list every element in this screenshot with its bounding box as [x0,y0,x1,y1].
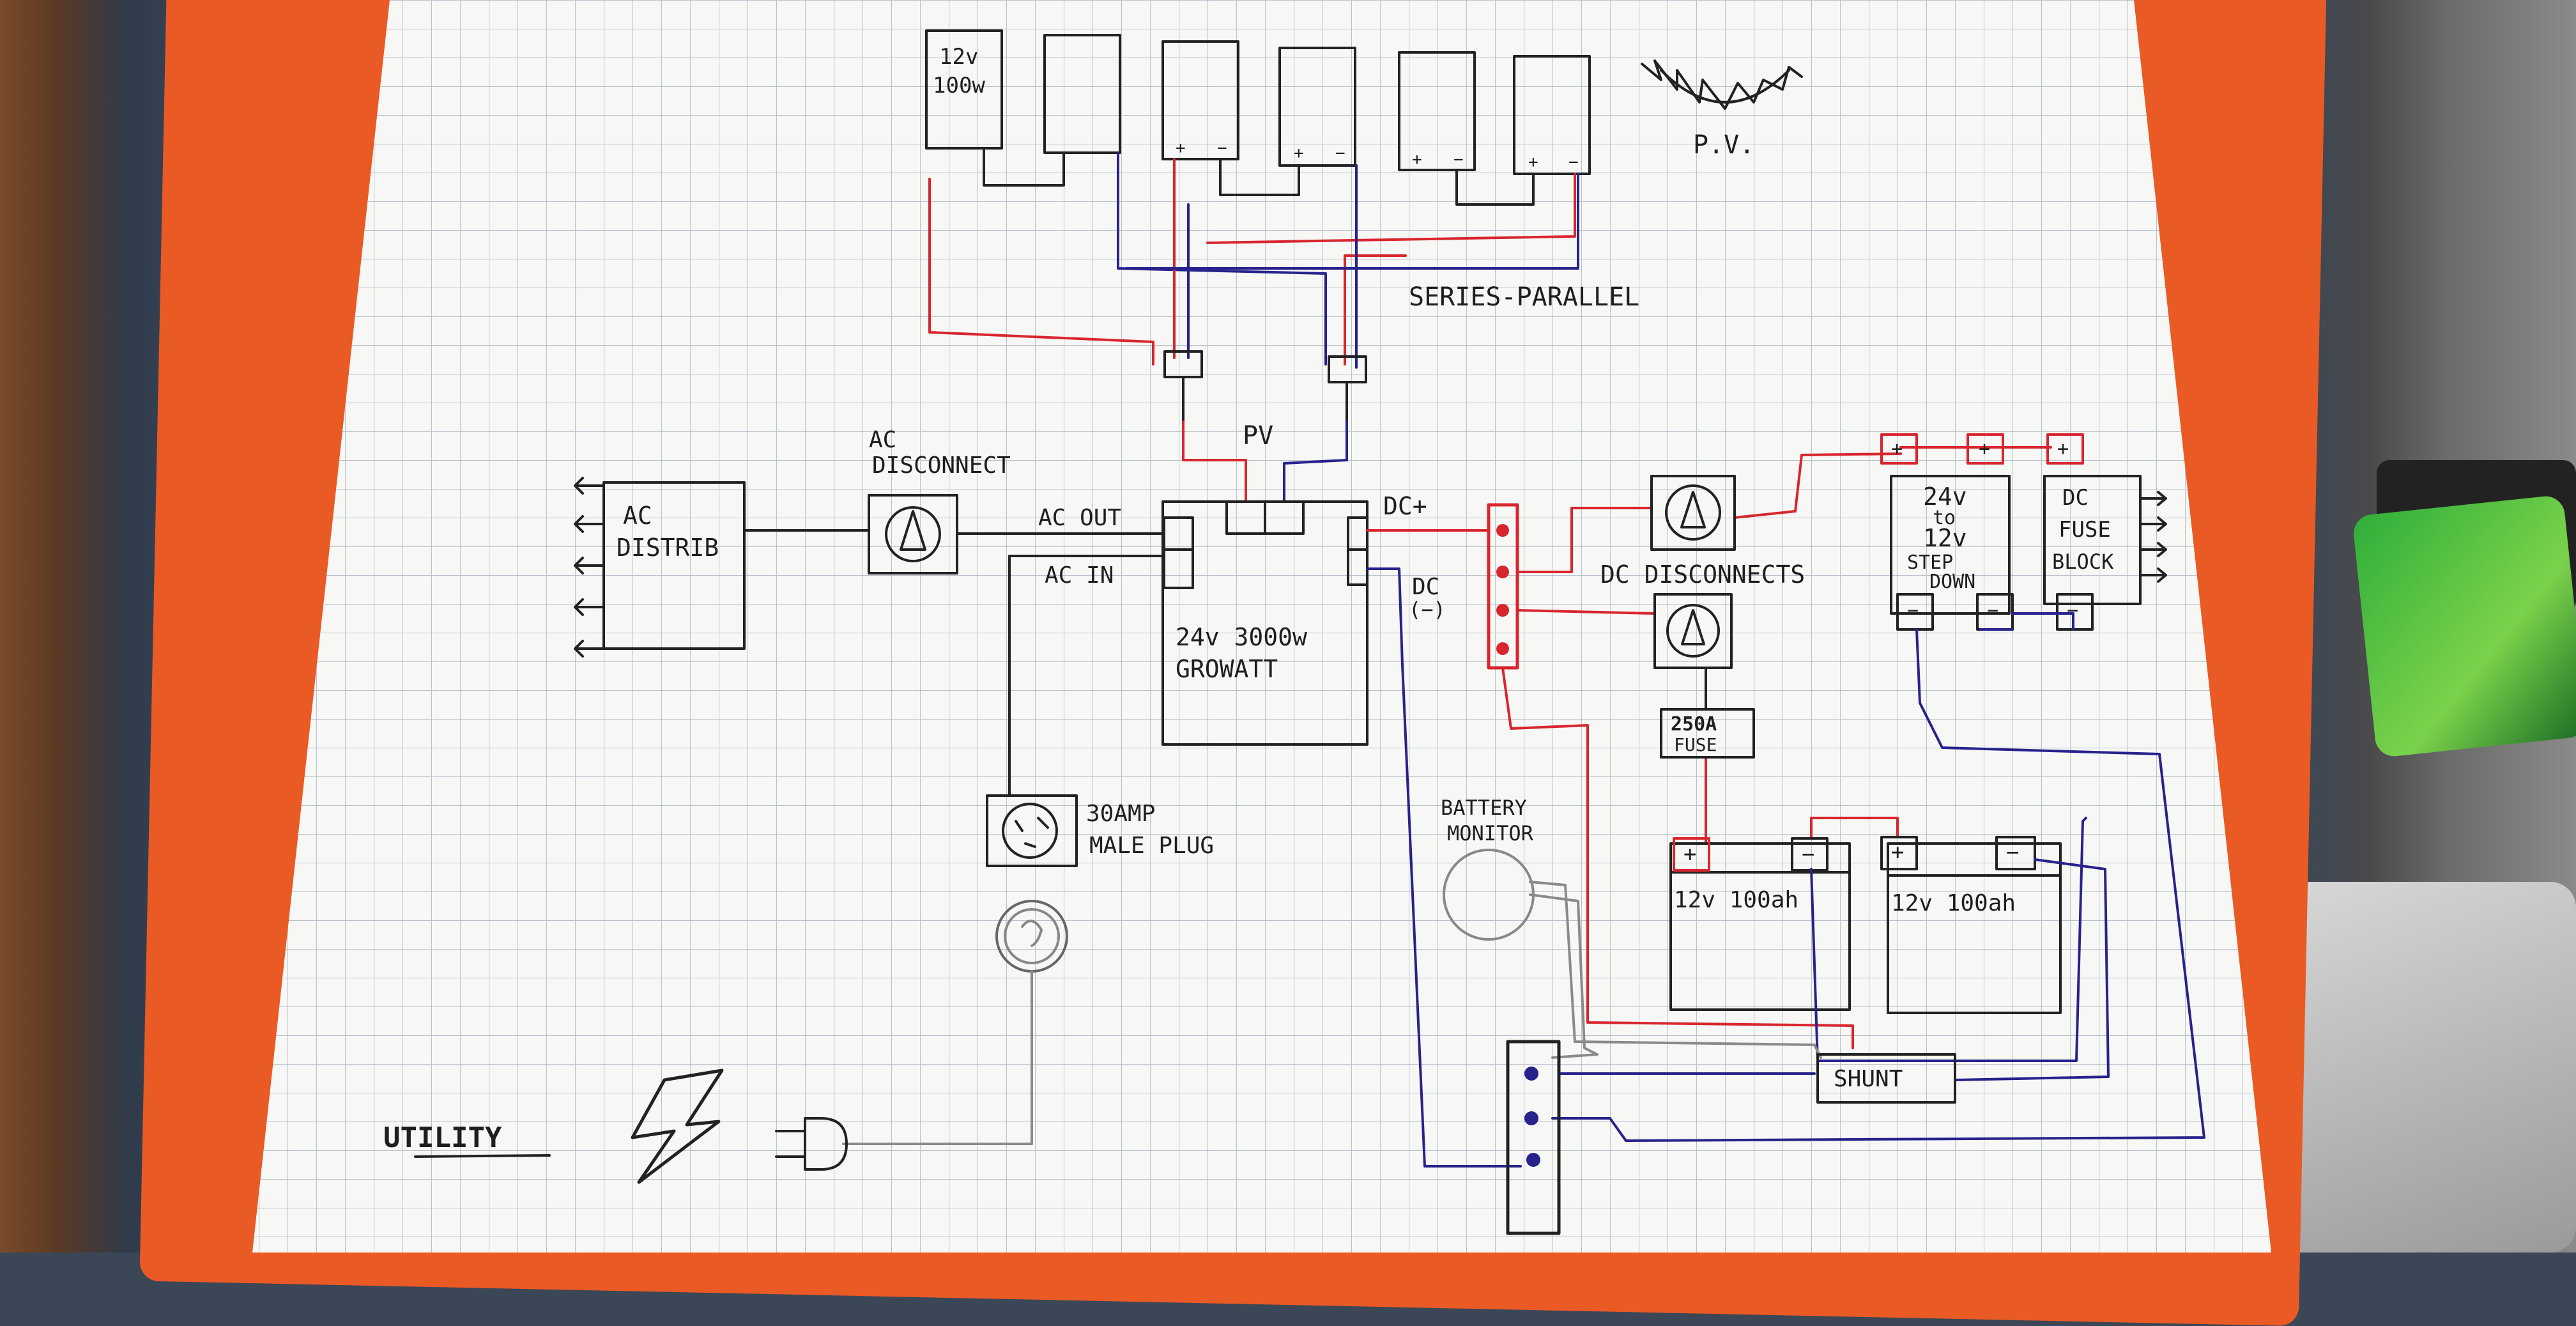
dc-disconnects-label: DC DISCONNECTS [1600,560,1805,589]
battery-2-plus: + [1891,840,1904,865]
plug-label-line2: MALE PLUG [1089,833,1214,859]
minus-mark: − [1987,599,1998,622]
dc-disconnect-1 [1650,475,1736,551]
plastic-bag [2274,882,2576,1253]
fuse-label-line2: FUSE [1674,734,1717,755]
minus-mark: − [1217,139,1227,158]
dc-fuse-label-line2: FUSE [2058,517,2111,543]
battery-monitor-label-line1: BATTERY [1441,796,1527,820]
plus-mark: + [1176,139,1186,158]
fuse-label-line1: 250A [1671,713,1717,736]
dc-fuse-block [2043,433,2167,631]
step-down-label-line5: DOWN [1929,571,1975,593]
dc-positive-wiring [1366,446,2052,1049]
pv-panel-5 [1398,51,1476,171]
battery-2 [1880,836,2062,1014]
utility-underline [414,1154,551,1158]
battery-1-label: 12v 100ah [1674,887,1798,913]
dc-plus-label: DC+ [1383,492,1427,520]
plus-mark: + [1979,438,1990,460]
pv-input-label: PV [1243,421,1273,451]
pv-panel-1 [925,29,1003,150]
ac-disconnect-label-line2: DISCONNECT [872,452,1011,479]
minus-mark: − [2067,599,2078,622]
battery-2-minus: − [2006,840,2019,865]
dc-minus-label-line1: DC [1412,574,1439,600]
step-down-label-line4: STEP [1907,551,1953,574]
battery-1 [1669,837,1851,1011]
inverter-label-line2: GROWATT [1176,655,1278,683]
shunt-label: SHUNT [1834,1066,1903,1092]
plus-mark: + [1412,150,1422,169]
inverter-label-line1: 24v 3000w [1176,623,1307,651]
growatt-inverter [1162,500,1368,746]
plus-mark: + [1528,153,1538,172]
pv-input-wiring [1182,420,1348,503]
mc4-branch-connectors [1163,350,1367,423]
series-parallel-label: SERIES-PARALLEL [1409,282,1639,312]
plus-mark: + [1294,144,1304,163]
utility-outlet [842,900,1068,1145]
utility-lightning-icon [631,1068,724,1184]
ac-in-label: AC IN [1045,562,1114,589]
ac-wiring [743,529,1165,797]
ac-out-label: AC OUT [1038,505,1121,531]
pv-panel-label-2: 100w [933,73,985,98]
ac-distribution-panel [574,477,746,658]
converter-terminal-marks: + + + − − − [1891,438,2078,622]
diagram-sheet: 12v 100w + − + − + − + − P.V. [252,0,2271,1253]
minus-mark: − [1335,144,1346,163]
battery-monitor-signal-wires [1529,881,1822,1059]
dc-fuse-label-line3: BLOCK [2052,550,2114,574]
ac-distrib-label-line1: AC [623,502,652,530]
plus-mark: + [1891,438,1903,460]
pv-symbol-label: P.V. [1693,130,1754,160]
minus-mark: − [1568,153,1579,172]
inverter-dc-terminal [1347,516,1368,586]
utility-label: UTILITY [383,1122,502,1154]
dc-negative-wiring [1366,567,2205,1168]
pv-wiring [928,151,1579,369]
pv-panel-label-1: 12v [939,44,978,70]
ac-disconnect-label-line1: AC [869,427,896,453]
dc-minus-label-line2: (−) [1409,597,1446,622]
battery-terminal-marks: + − + − [1683,840,2019,867]
ac-distrib-label-line2: DISTRIB [617,534,719,562]
250a-fuse [1660,708,1755,759]
battery-2-label: 12v 100ah [1891,890,2016,916]
plus-mark: + [2057,438,2069,460]
graph-grid [252,0,2271,1253]
inverter-ac-terminal [1163,516,1194,589]
battery-1-plus: + [1683,842,1696,867]
dc-fuse-label-line1: DC [2062,485,2089,511]
pv-sun-icon [1641,59,1803,110]
battery-monitor-label-line2: MONITOR [1447,821,1534,845]
pv-panel-2 [1043,34,1121,154]
negative-bus-bar [1506,1040,1561,1235]
pv-panel-6 [1513,55,1591,175]
dc-disconnect-2 [1653,593,1733,669]
pv-array [925,29,1591,206]
plug-label-line1: 30AMP [1086,801,1155,827]
minus-mark: − [1907,599,1919,622]
30amp-male-plug [986,794,1078,867]
utility-plug-icon [775,1117,848,1171]
battery-1-minus: − [1802,842,1814,867]
pv-panel-4 [1278,47,1356,167]
minus-mark: − [1453,150,1464,169]
pv-panel-3 [1162,40,1239,160]
pv-terminal-marks: + − + − + − + − [1176,139,1579,172]
step-down-label-line3: 12v [1923,524,1967,552]
step-down-label-line1: 24v [1923,482,1967,511]
shunt [1816,1053,1956,1104]
step-down-label-line2: to [1933,507,1956,529]
